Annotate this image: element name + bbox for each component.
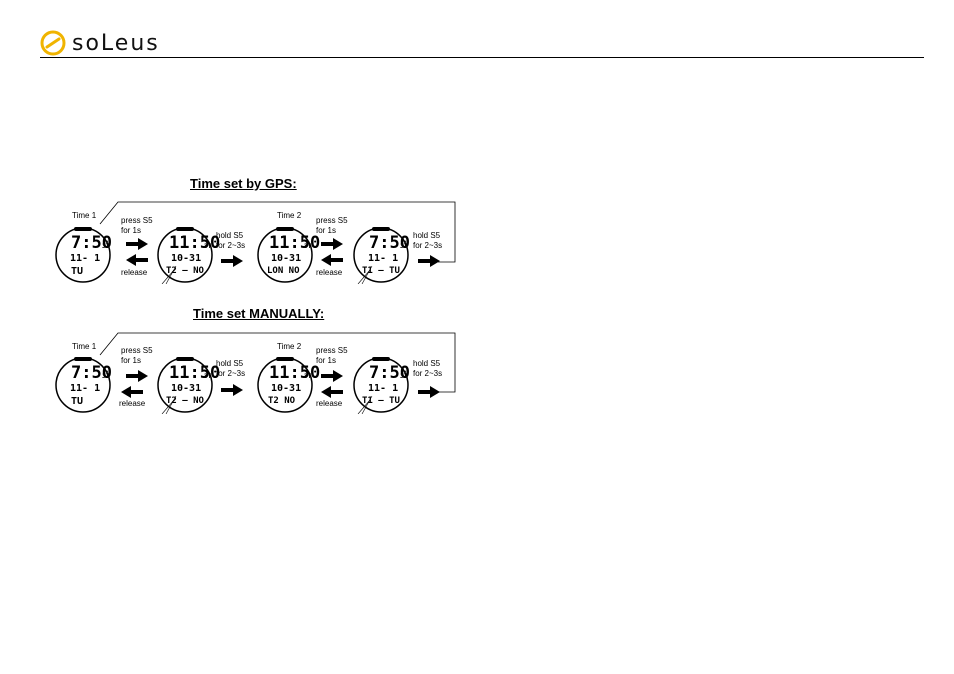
manual-step1-release: release — [119, 399, 146, 408]
gps-watch-4: 7:50 3T 11- 1 T1 — TU — [352, 226, 410, 285]
watch-day: LON NO — [267, 266, 300, 276]
right-arrow-icon — [418, 255, 440, 267]
watch-face-icon — [55, 357, 111, 413]
right-arrow-icon — [126, 370, 148, 382]
brand-name: soLeus — [72, 30, 160, 56]
step-line1: press S5 — [121, 346, 153, 355]
step-line1: hold S5 — [413, 359, 441, 368]
step-line1: press S5 — [121, 216, 153, 225]
soleus-logo-icon — [40, 30, 66, 56]
watch-face-icon — [55, 227, 111, 283]
gps-step1-text: press S5 for 1s — [121, 216, 153, 236]
manual-watch1-label: Time 1 — [72, 342, 97, 351]
watch-day: TU — [71, 396, 84, 407]
watch-face-icon — [257, 357, 313, 413]
right-arrow-icon — [321, 238, 343, 250]
watch-time: 11:50 — [169, 363, 221, 383]
manual-step1-text: press S5 for 1s — [121, 346, 153, 366]
watch-sup: 3T — [204, 243, 212, 250]
section-title-gps: Time set by GPS: — [190, 176, 297, 191]
manual-step4-text: hold S5 for 2~3s — [413, 359, 442, 379]
watch-date: 11- 1 — [70, 383, 101, 394]
left-arrow-icon — [321, 254, 343, 266]
step-line1: press S5 — [316, 216, 348, 225]
left-arrow-icon — [126, 254, 148, 266]
watch-day: T1 — TU — [362, 266, 400, 276]
watch-date: 11- 1 — [368, 253, 399, 264]
gps-step4-text: hold S5 for 2~3s — [413, 231, 442, 251]
watch-day: TU — [71, 266, 84, 277]
manual-watch-1: 7:50 3T 11- 1 TU — [54, 356, 112, 414]
watch-sup: 3T — [204, 373, 212, 380]
step-line1: press S5 — [316, 346, 348, 355]
right-arrow-icon — [418, 386, 440, 398]
step-line2: for 2~3s — [216, 369, 246, 378]
manual-step3-text: press S5 for 1s — [316, 346, 348, 366]
manual-step2-text: hold S5 for 2~3s — [216, 359, 245, 379]
step-line2: for 2~3s — [413, 369, 443, 378]
manual-watch-3: 11:50 3T 10-31 T2 NO — [256, 356, 320, 414]
left-arrow-icon — [321, 386, 343, 398]
watch-date: 10-31 — [171, 253, 202, 264]
watch-date: 10-31 — [171, 383, 202, 394]
right-arrow-icon — [126, 238, 148, 250]
gps-watch-3: 11:50 3T 10-31 LON NO — [256, 226, 320, 284]
watch-day: T2 — NO — [166, 266, 204, 276]
watch-date: 11- 1 — [70, 253, 101, 264]
section-title-manual: Time set MANUALLY: — [193, 306, 325, 321]
watch-sup: 3T — [400, 243, 408, 250]
watch-day: T1 — TU — [362, 396, 400, 406]
step-line1: hold S5 — [216, 231, 244, 240]
gps-step3-text: press S5 for 1s — [316, 216, 348, 236]
watch-time: 7:50 — [71, 233, 112, 253]
watch-sup: 3T — [304, 243, 312, 250]
watch-time: 11:50 — [269, 233, 321, 253]
watch-face-icon — [353, 357, 409, 415]
watch-time: 7:50 — [369, 363, 410, 383]
watch-sup: 3T — [304, 373, 312, 380]
watch-sup: 3T — [102, 373, 110, 380]
watch-date: 10-31 — [271, 383, 302, 394]
right-arrow-icon — [221, 384, 243, 396]
watch-day: T2 NO — [268, 396, 296, 406]
manual-watch3-label: Time 2 — [277, 342, 302, 351]
manual-step3-release: release — [316, 399, 343, 408]
watch-face-icon — [257, 227, 313, 283]
gps-watch3-label: Time 2 — [277, 211, 302, 220]
step-line2: for 1s — [121, 226, 142, 235]
step-line2: for 1s — [316, 226, 337, 235]
watch-time: 11:50 — [269, 363, 321, 383]
right-arrow-icon — [221, 255, 243, 267]
watch-face-icon — [353, 227, 409, 285]
step-line2: for 1s — [316, 356, 337, 365]
step-line2: for 2~3s — [216, 241, 246, 250]
watch-day: T2 — NO — [166, 396, 204, 406]
step-line1: hold S5 — [216, 359, 244, 368]
manual-watch-4: 7:50 3T 11- 1 T1 — TU — [352, 356, 410, 415]
watch-face-icon — [157, 357, 213, 415]
gps-watch1-label: Time 1 — [72, 211, 97, 220]
gps-step2-text: hold S5 for 2~3s — [216, 231, 245, 251]
watch-face-icon — [157, 227, 213, 285]
brand-logo: soLeus — [40, 30, 160, 56]
watch-sup: 3T — [102, 243, 110, 250]
watch-time: 11:50 — [169, 233, 221, 253]
watch-time: 7:50 — [71, 363, 112, 383]
watch-date: 10-31 — [271, 253, 302, 264]
gps-watch-2: 11:50 3T 10-31 T2 — NO — [156, 226, 220, 285]
step-line1: hold S5 — [413, 231, 441, 240]
left-arrow-icon — [121, 386, 143, 398]
step-line2: for 1s — [121, 356, 142, 365]
manual-watch-2: 11:50 3T 10-31 T2 — NO — [156, 356, 220, 415]
gps-step1-release: release — [121, 268, 148, 277]
watch-sup: 3T — [400, 373, 408, 380]
step-line2: for 2~3s — [413, 241, 443, 250]
gps-step3-release: release — [316, 268, 343, 277]
watch-time: 7:50 — [369, 233, 410, 253]
watch-date: 11- 1 — [368, 383, 399, 394]
gps-watch-1: 7:50 3T 11- 1 TU — [54, 226, 112, 284]
right-arrow-icon — [321, 370, 343, 382]
header-divider — [40, 57, 924, 58]
